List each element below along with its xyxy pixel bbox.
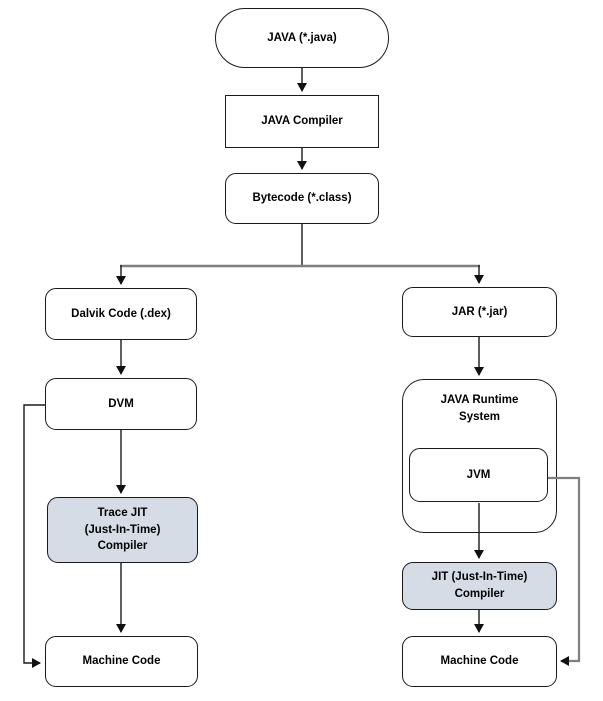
node-java-compiler: JAVA Compiler <box>225 95 379 148</box>
node-jar: JAR (*.jar) <box>402 287 557 337</box>
node-jit-compiler: JIT (Just-In-Time) Compiler <box>402 562 557 610</box>
node-dvm-label: DVM <box>108 397 134 410</box>
node-java-source-label: JAVA (*.java) <box>267 31 337 44</box>
node-bytecode-label: Bytecode (*.class) <box>252 192 352 205</box>
node-dvm: DVM <box>45 378 197 430</box>
node-java-source: JAVA (*.java) <box>215 8 389 68</box>
node-machine-code-left-label: Machine Code <box>82 655 161 668</box>
node-jit-compiler-label: JIT (Just-In-Time) Compiler <box>431 571 528 600</box>
node-java-compiler-label: JAVA Compiler <box>261 115 343 128</box>
node-trace-jit-compiler: Trace JIT (Just-In-Time) Compiler <box>47 497 198 563</box>
node-dalvik-code-label: Dalvik Code (.dex) <box>71 307 171 320</box>
node-machine-code-right: Machine Code <box>402 636 557 687</box>
node-trace-jit-compiler-label: Trace JIT (Just-In-Time) Compiler <box>84 506 161 553</box>
node-bytecode: Bytecode (*.class) <box>225 173 379 224</box>
node-dalvik-code: Dalvik Code (.dex) <box>45 288 197 340</box>
node-jvm-label: JVM <box>466 468 491 481</box>
edge-dvm-feedback-to-machine-code <box>23 404 45 668</box>
node-jvm: JVM <box>409 448 548 502</box>
node-machine-code-right-label: Machine Code <box>440 655 519 668</box>
node-java-runtime-system-label: JAVA Runtime System <box>440 394 519 423</box>
node-java-runtime-system: JAVA Runtime System JVM <box>402 379 557 533</box>
node-jar-label: JAR (*.jar) <box>451 305 508 318</box>
node-machine-code-left: Machine Code <box>45 636 198 687</box>
